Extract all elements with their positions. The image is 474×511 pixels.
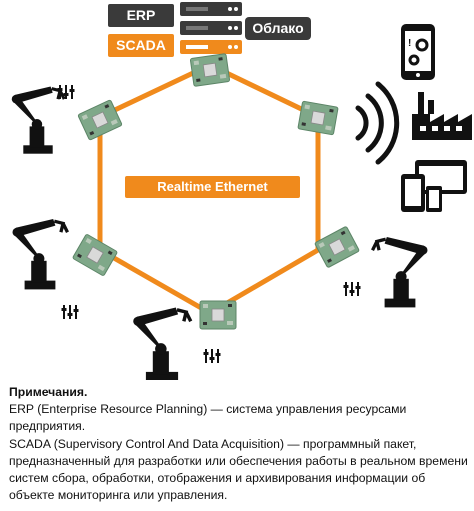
pcb-module-icon — [77, 99, 123, 141]
erp-note: ERP (Enterprise Resource Planning) — сис… — [9, 402, 407, 434]
robot-arm-icon — [10, 84, 66, 156]
notes-block: Примечания. ERP (Enterprise Resource Pla… — [9, 384, 471, 504]
server-rack-icon — [180, 2, 242, 54]
robot-arm-icon — [370, 235, 430, 310]
io-sliders-icon — [342, 281, 362, 297]
pcb-module-icon — [199, 300, 237, 330]
cloud-label: Облако — [245, 17, 311, 40]
svg-text:!: ! — [408, 38, 411, 49]
pcb-module-icon — [297, 100, 339, 136]
network-diagram: ! ERP SCADA Облако Realtime Ethernet — [10, 2, 472, 383]
realtime-ethernet-label: Realtime Ethernet — [125, 176, 300, 198]
erp-label: ERP — [108, 4, 174, 27]
robot-arm-icon — [131, 305, 193, 383]
diagram-canvas: ! — [10, 2, 472, 383]
phone-settings-icon: ! — [401, 24, 435, 80]
io-sliders-icon — [202, 348, 222, 364]
notes-title: Примечания. — [9, 385, 88, 399]
pcb-module-icon — [314, 225, 360, 269]
wireless-signal-icon — [355, 81, 400, 165]
scada-note: SCADA (Supervisory Control And Data Acqu… — [9, 436, 468, 503]
io-sliders-icon — [56, 84, 76, 100]
pcb-module-icon — [71, 233, 119, 277]
io-sliders-icon — [60, 304, 80, 320]
robot-arm-icon — [10, 217, 70, 292]
factory-icon — [412, 92, 472, 140]
devices-icon — [401, 160, 467, 212]
scada-label: SCADA — [108, 34, 174, 57]
pcb-module-icon — [189, 53, 231, 87]
